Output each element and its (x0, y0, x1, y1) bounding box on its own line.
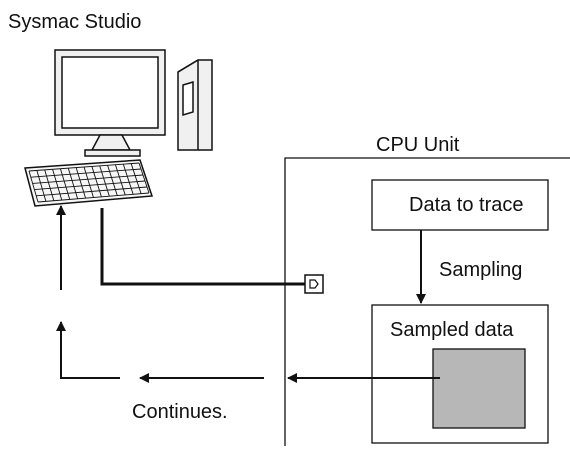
keyboard-column-line (115, 164, 126, 196)
keyboard-column-line (67, 168, 79, 199)
keyboard-column-line (28, 170, 39, 203)
continues-label: Continues. (132, 401, 228, 423)
sampling-label: Sampling (439, 259, 523, 281)
keyboard-keys (28, 162, 150, 203)
communication-cable (100, 208, 305, 286)
keyboard-column-line (138, 162, 150, 194)
keyboard-column-line (75, 167, 87, 199)
keyboard-column-line (122, 164, 134, 195)
software-label: Sysmac Studio (8, 11, 142, 33)
data-to-trace-box (371, 179, 549, 231)
data-to-trace-label: Data to trace (409, 194, 524, 216)
keyboard-column-line (52, 169, 63, 201)
cpu-unit-frame (284, 157, 570, 446)
keyboard-column-line (83, 166, 94, 198)
keyboard-column-line (44, 169, 55, 201)
usb-port-icon (304, 274, 324, 294)
desktop-computer-icon (24, 49, 213, 207)
keyboard-column-line (36, 170, 47, 202)
sampled-data-label: Sampled data (390, 319, 514, 341)
keyboard-column-line (59, 168, 71, 200)
sampled-data-fill (432, 348, 526, 429)
keyboard-column-line (91, 166, 102, 197)
keyboard-column-line (99, 165, 110, 197)
return-path (56, 321, 120, 379)
keyboard-column-line (107, 165, 118, 196)
keyboard-column-line (130, 163, 142, 194)
cpu-unit-label: CPU Unit (376, 134, 460, 156)
